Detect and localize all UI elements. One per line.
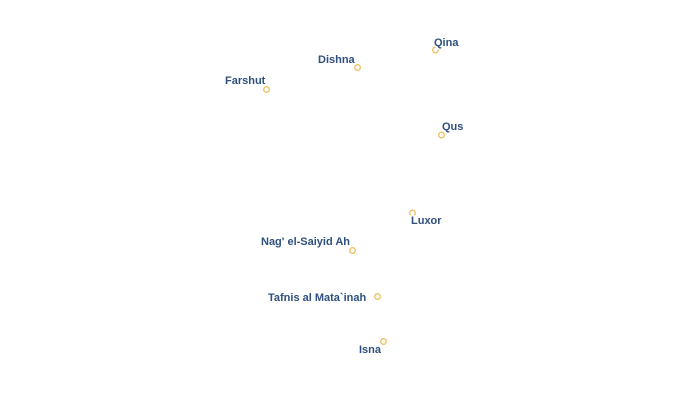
place-marker[interactable] (263, 86, 270, 93)
place-marker[interactable] (354, 64, 361, 71)
place-label: Nag' el-Saiyid Ah (261, 236, 350, 248)
place-label: Qina (434, 37, 459, 49)
place-qus[interactable]: Qus (438, 120, 465, 139)
place-luxor[interactable]: Luxor (409, 209, 444, 229)
place-isna[interactable]: Isna (358, 338, 387, 358)
place-label: Farshut (225, 75, 266, 87)
place-label: Isna (359, 344, 382, 356)
place-marker[interactable] (380, 338, 387, 345)
place-qina[interactable]: Qina (432, 36, 461, 54)
place-farshut[interactable]: Farshut (224, 74, 270, 93)
place-marker[interactable] (374, 293, 381, 300)
place-label: Tafnis al Mata`inah (268, 292, 366, 304)
place-marker[interactable] (438, 131, 445, 139)
place-marker[interactable] (409, 209, 416, 217)
place-dishna[interactable]: Dishna (317, 53, 361, 71)
place-marker[interactable] (349, 247, 356, 254)
place-nag-el-saiyid-ah[interactable]: Nag' el-Saiyid Ah (260, 235, 356, 254)
place-marker[interactable] (432, 46, 439, 54)
place-label: Qus (442, 121, 463, 133)
place-tafnis-al-mataanah[interactable]: Tafnis al Mata`inah (267, 291, 381, 306)
place-label: Dishna (318, 54, 356, 66)
place-label: Luxor (411, 215, 442, 227)
